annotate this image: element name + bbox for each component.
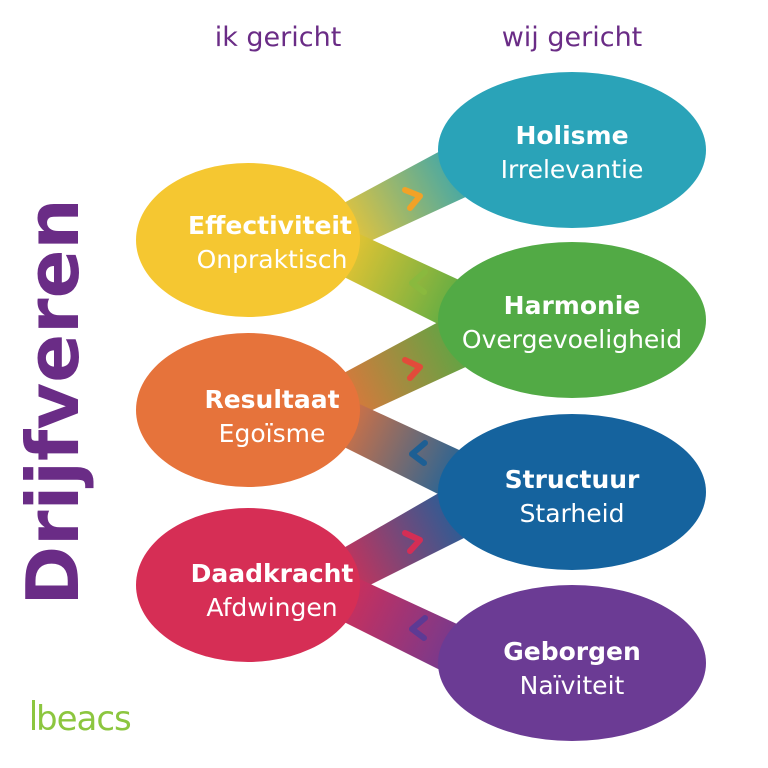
chevron-right-icon [402, 357, 423, 381]
node-subtitle: Naïviteit [520, 671, 625, 700]
node-title: Daadkracht [191, 559, 354, 588]
node-shape [438, 72, 706, 228]
node-shape [136, 333, 360, 487]
node-shape [136, 508, 360, 662]
arrows [402, 187, 428, 641]
node-resultaat: Resultaat Egoïsme [136, 333, 360, 487]
chevron-right-icon [402, 187, 423, 211]
node-title: Effectiviteit [188, 211, 352, 240]
header-wij-gericht: wij gericht [502, 22, 643, 53]
connector-resultaat-structuur [340, 395, 470, 510]
node-shape [438, 585, 706, 741]
connector-effectiviteit-harmonie [340, 225, 470, 340]
connector-daadkracht-structuur [340, 475, 470, 600]
node-subtitle: Afdwingen [206, 593, 337, 622]
node-daadkracht: Daadkracht Afdwingen [136, 508, 360, 662]
chevron-right-icon [402, 530, 423, 554]
node-structuur: Structuur Starheid [438, 414, 706, 570]
node-title: Holisme [515, 121, 628, 150]
node-subtitle: Irrelevantie [501, 155, 644, 184]
node-shape [438, 242, 706, 398]
chevron-left-icon [409, 269, 428, 295]
node-subtitle: Egoïsme [219, 419, 326, 448]
chevron-left-icon [409, 440, 428, 466]
node-subtitle: Starheid [520, 499, 625, 528]
node-holisme: Holisme Irrelevantie [438, 72, 706, 228]
node-shape [136, 163, 360, 317]
node-effectiviteit: Effectiviteit Onpraktisch [136, 163, 360, 317]
logo-bar [32, 700, 35, 730]
header-ik-gericht: ik gericht [215, 22, 342, 53]
node-subtitle: Overgevoeligheid [462, 325, 682, 354]
node-title: Structuur [505, 465, 640, 494]
connector-effectiviteit-holisme [340, 135, 470, 255]
node-title: Harmonie [504, 291, 641, 320]
node-shape [438, 414, 706, 570]
connector-resultaat-harmonie [340, 305, 470, 425]
node-title: Resultaat [204, 385, 339, 414]
side-title: Drijfveren [11, 198, 95, 605]
node-subtitle: Onpraktisch [197, 245, 348, 274]
beacs-logo: beacs [32, 699, 132, 739]
node-harmonie: Harmonie Overgevoeligheid [438, 242, 706, 398]
node-title: Geborgen [503, 637, 641, 666]
chevron-left-icon [409, 615, 428, 641]
connectors [340, 135, 470, 685]
node-geborgen: Geborgen Naïviteit [438, 585, 706, 741]
logo-text: beacs [36, 699, 131, 739]
connector-daadkracht-geborgen [340, 570, 470, 685]
